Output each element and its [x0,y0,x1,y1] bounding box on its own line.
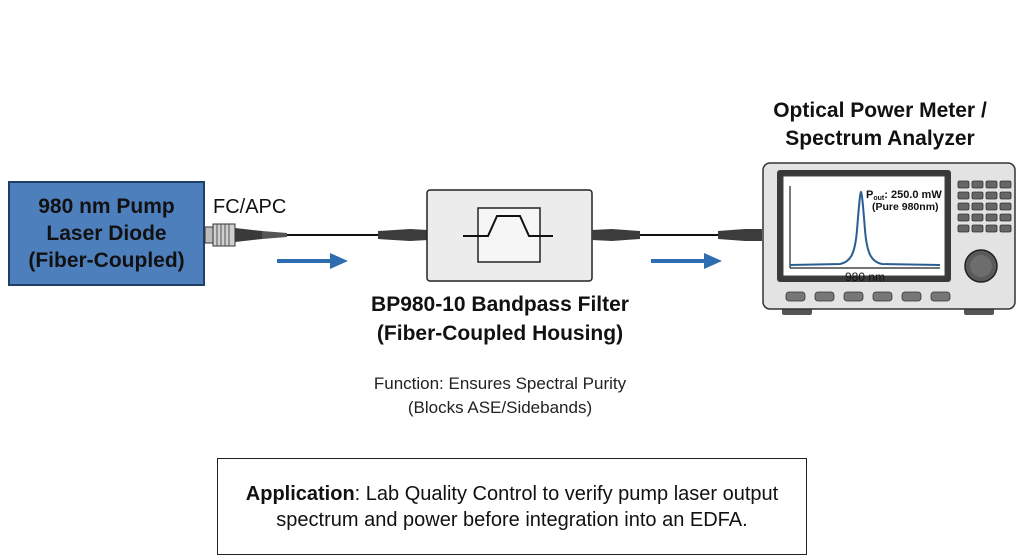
filter-output-boot [592,229,640,241]
filter-input-boot [378,229,428,241]
bandpass-filter-icon [463,215,553,237]
laser-label-line2: Laser Diode [46,222,167,245]
application-box: Application: Lab Quality Control to veri… [217,458,807,555]
meter-input-boot [718,229,762,241]
spectrum-peak-trace [789,190,941,266]
power-reading-note: (Pure 980nm) [872,201,939,213]
meter-title: Optical Power Meter / Spectrum Analyzer [750,97,1010,153]
filter-title: BP980-10 Bandpass Filter (Fiber-Coupled … [330,290,670,348]
application-description: : Lab Quality Control to verify pump las… [276,482,779,531]
filter-title-line1: BP980-10 Bandpass Filter [371,293,629,316]
signal-arrow-2 [651,253,722,269]
laser-label-line3: (Fiber-Coupled) [28,249,185,272]
application-label: Application [245,482,355,505]
meter-title-line2: Spectrum Analyzer [785,127,975,150]
function-line2: (Blocks ASE/Sidebands) [407,398,593,417]
signal-arrow-1 [277,253,348,269]
soft-keys [785,291,951,302]
keypad-buttons [957,180,1012,233]
connector-label: FC/APC [213,196,287,218]
bandpass-filter-housing [426,189,593,282]
filter-function-text: Function: Ensures Spectral Purity (Block… [330,372,670,420]
power-reading: Pout: 250.0 mW [866,189,942,202]
meter-title-line1: Optical Power Meter / [773,99,987,122]
application-text: Application: Lab Quality Control to veri… [236,481,788,533]
filter-title-line2: (Fiber-Coupled Housing) [376,322,624,345]
function-line1: Function: Ensures Spectral Purity [373,374,627,393]
spectrum-analyzer-device: Pout: 250.0 mW (Pure 980nm) 980 nm [762,162,1016,315]
spectrum-axis-label: 980 nm [845,270,885,284]
fc-apc-connector [204,223,287,247]
pump-laser-box: 980 nm Pump Laser Diode (Fiber-Coupled) [8,181,205,286]
laser-label-line1: 980 nm Pump [38,195,175,218]
